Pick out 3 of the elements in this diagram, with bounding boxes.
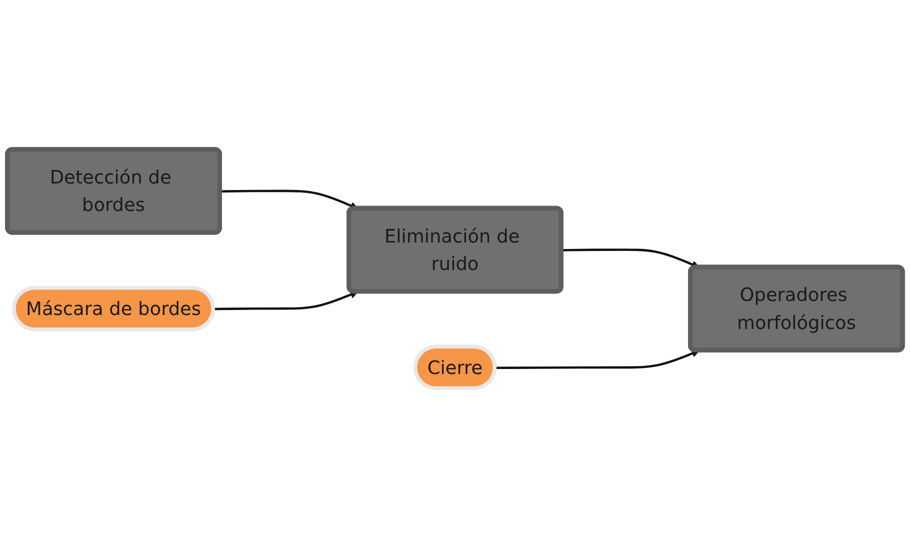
arrow	[495, 349, 700, 369]
arrow	[214, 290, 358, 310]
arrow	[562, 248, 700, 268]
